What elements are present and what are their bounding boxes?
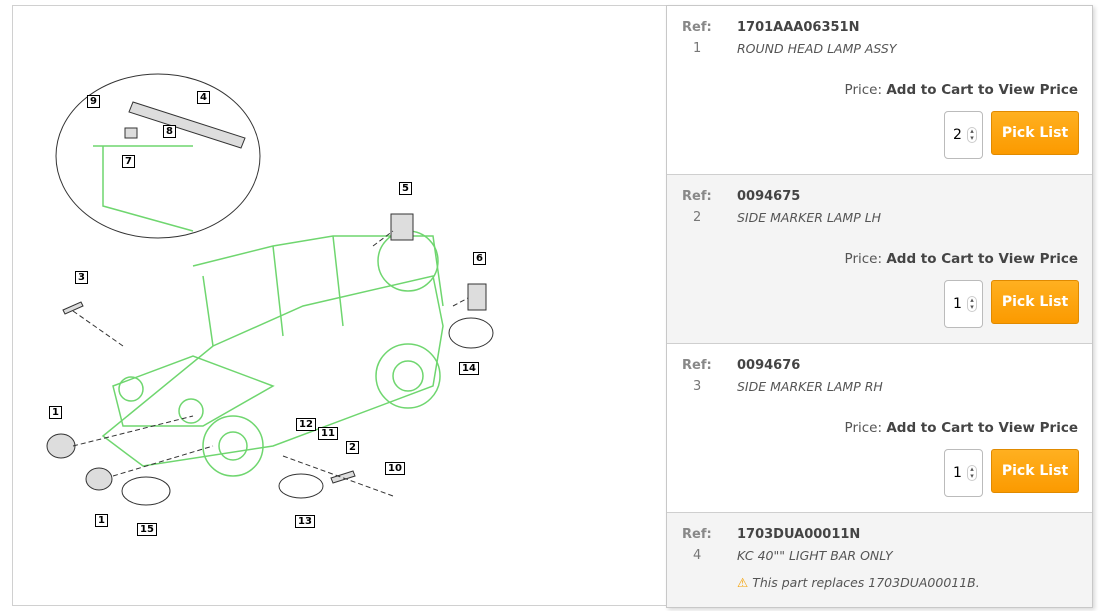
- ref-number: 2: [693, 210, 702, 225]
- spinner-icon[interactable]: ▴▾: [967, 296, 977, 312]
- quantity-value: 2: [953, 127, 962, 143]
- price: Price: Add to Cart to View Price: [845, 82, 1078, 98]
- callout-10[interactable]: 10: [385, 462, 405, 475]
- ref-label: Ref:: [682, 189, 712, 204]
- quantity-value: 1: [953, 296, 962, 312]
- part-row: Ref: 2 0094675 SIDE MARKER LAMP LH Price…: [667, 175, 1092, 344]
- callout-6[interactable]: 6: [473, 252, 486, 265]
- pick-list-button[interactable]: Pick List: [991, 111, 1079, 155]
- price: Price: Add to Cart to View Price: [845, 251, 1078, 267]
- ref-label: Ref:: [682, 20, 712, 35]
- quantity-stepper[interactable]: 2 ▴▾: [944, 111, 983, 159]
- quantity-value: 1: [953, 465, 962, 481]
- pick-list-button[interactable]: Pick List: [991, 280, 1079, 324]
- callout-12[interactable]: 12: [296, 418, 316, 431]
- callout-15[interactable]: 15: [137, 523, 157, 536]
- part-number: 0094676: [737, 358, 801, 373]
- price-label: Price:: [844, 82, 883, 98]
- ref-label: Ref:: [682, 358, 712, 373]
- jeep-diagram-drawing: [46, 73, 494, 506]
- callout-1[interactable]: 1: [49, 406, 62, 419]
- spinner-icon[interactable]: ▴▾: [967, 127, 977, 143]
- part-description: SIDE MARKER LAMP LH: [737, 210, 882, 225]
- ref-number: 3: [693, 379, 702, 394]
- spinner-icon[interactable]: ▴▾: [967, 465, 977, 481]
- quantity-stepper[interactable]: 1 ▴▾: [944, 449, 983, 497]
- price-label: Price:: [844, 420, 883, 436]
- ref-label: Ref:: [682, 527, 712, 542]
- callout-1b[interactable]: 1: [95, 514, 108, 527]
- warning-icon: ⚠: [737, 575, 749, 590]
- part-row: Ref: 3 0094676 SIDE MARKER LAMP RH Price…: [667, 344, 1092, 513]
- price: Price: Add to Cart to View Price: [845, 420, 1078, 436]
- part-number: 1701AAA06351N: [737, 20, 860, 35]
- parts-diagram: 9 4 8 7 5 3 6 14 1 12 11 2 10 1 15 13: [12, 5, 667, 606]
- pick-list-button[interactable]: Pick List: [991, 449, 1079, 493]
- price-value: Add to Cart to View Price: [886, 420, 1078, 436]
- quantity-stepper[interactable]: 1 ▴▾: [944, 280, 983, 328]
- price-value: Add to Cart to View Price: [886, 82, 1078, 98]
- callout-9[interactable]: 9: [87, 95, 100, 108]
- callout-2[interactable]: 2: [346, 441, 359, 454]
- price-label: Price:: [844, 251, 883, 267]
- note-text: This part replaces 1703DUA00011B.: [752, 575, 980, 590]
- callout-13[interactable]: 13: [295, 515, 315, 528]
- callout-14[interactable]: 14: [459, 362, 479, 375]
- callout-8[interactable]: 8: [163, 125, 176, 138]
- ref-number: 4: [693, 548, 702, 563]
- callout-4[interactable]: 4: [197, 91, 210, 104]
- part-number: 1703DUA00011N: [737, 527, 861, 542]
- price-value: Add to Cart to View Price: [886, 251, 1078, 267]
- part-number: 0094675: [737, 189, 801, 204]
- part-description: SIDE MARKER LAMP RH: [737, 379, 883, 394]
- parts-list: Ref: 1 1701AAA06351N ROUND HEAD LAMP ASS…: [666, 5, 1093, 608]
- callout-7[interactable]: 7: [122, 155, 135, 168]
- replacement-note: ⚠ This part replaces 1703DUA00011B.: [737, 575, 980, 590]
- part-description: ROUND HEAD LAMP ASSY: [737, 41, 897, 56]
- part-row: Ref: 4 1703DUA00011N KC 40"" LIGHT BAR O…: [667, 513, 1092, 607]
- callout-3[interactable]: 3: [75, 271, 88, 284]
- part-description: KC 40"" LIGHT BAR ONLY: [737, 548, 893, 563]
- ref-number: 1: [693, 41, 702, 56]
- part-row: Ref: 1 1701AAA06351N ROUND HEAD LAMP ASS…: [667, 6, 1092, 175]
- callout-5[interactable]: 5: [399, 182, 412, 195]
- callout-11[interactable]: 11: [318, 427, 338, 440]
